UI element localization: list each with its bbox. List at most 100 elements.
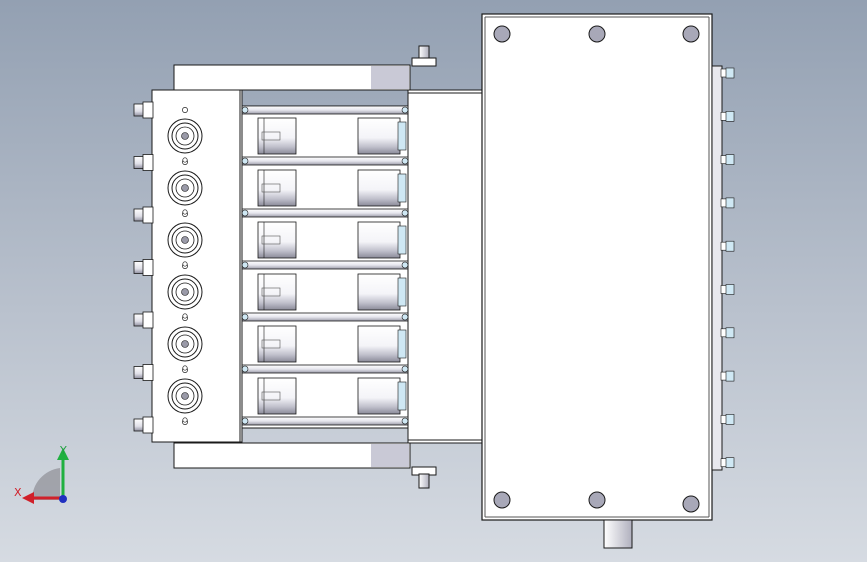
bottom-rail[interactable]: [173, 442, 411, 469]
right-bolt-head: [725, 327, 735, 339]
cover-hole: [493, 491, 511, 509]
top-rail-bolt[interactable]: [411, 45, 437, 67]
side-stud: [133, 208, 145, 222]
plunger-body: [357, 221, 401, 259]
right-bolt-head: [725, 197, 735, 209]
rod-end-right: [401, 417, 409, 425]
guide-rod: [241, 312, 409, 322]
guide-rod: [241, 260, 409, 270]
frame-block[interactable]: [407, 89, 485, 444]
plunger-body: [357, 117, 401, 155]
cover-plate-holes: [493, 25, 700, 513]
rod-end-left: [241, 106, 249, 114]
z-axis-dot-icon: [59, 495, 67, 503]
side-stud-nut: [142, 154, 154, 171]
side-stud-nut: [142, 311, 154, 329]
right-bolt-head: [725, 284, 735, 295]
rod-end-right: [401, 157, 409, 165]
manifold-small-hole: [182, 261, 188, 267]
side-stud-nut: [142, 206, 154, 224]
axis-triad: Y X: [14, 444, 69, 504]
seal-housing: [257, 221, 297, 259]
side-stud: [133, 366, 145, 379]
bottom-rail-bolt[interactable]: [411, 466, 437, 489]
guide-rods: [241, 105, 409, 426]
drive-shaft[interactable]: [603, 519, 633, 549]
seal-housing: [257, 377, 297, 415]
left-side-studs: [133, 101, 154, 434]
seal-housing: [257, 325, 297, 363]
right-bolt-head: [725, 457, 735, 469]
side-stud: [133, 103, 145, 117]
right-side-bolts: [720, 67, 735, 469]
rod-end-right: [401, 209, 409, 217]
seal-groove: [261, 131, 281, 141]
plunger-cylinders: [257, 117, 407, 415]
cover-hole: [588, 491, 606, 509]
cover-hole: [493, 25, 511, 43]
rod-end-right: [401, 261, 409, 269]
side-stud-nut: [142, 101, 154, 119]
guide-rod: [241, 364, 409, 374]
port-center: [181, 340, 189, 348]
port-center: [181, 132, 189, 140]
rod-end-left: [241, 417, 249, 425]
guide-rod: [241, 208, 409, 218]
plunger-collar: [397, 329, 407, 359]
port-center: [181, 288, 189, 296]
manifold-small-hole: [182, 107, 188, 113]
rod-end-right: [401, 106, 409, 114]
manifold-small-hole: [182, 157, 188, 163]
plunger-collar: [397, 381, 407, 411]
manifold-small-hole: [182, 417, 188, 423]
top-rail-shade: [371, 66, 409, 89]
right-bolt-head: [725, 111, 735, 122]
side-stud-nut: [142, 416, 154, 434]
manifold-small-hole: [182, 313, 188, 319]
y-axis-label: Y: [59, 444, 67, 457]
rod-end-left: [241, 313, 249, 321]
manifold-small-hole: [182, 365, 188, 371]
right-bolt-head: [725, 240, 735, 252]
top-rail[interactable]: [173, 64, 411, 91]
cover-hole: [588, 25, 606, 43]
right-bolt-head: [725, 414, 735, 425]
port-center: [181, 236, 189, 244]
cover-hole: [682, 25, 700, 43]
guide-rod: [241, 105, 409, 115]
side-stud: [133, 156, 145, 169]
manifold-small-hole: [182, 209, 188, 215]
plunger-collar: [397, 277, 407, 307]
right-bolt-head: [725, 67, 735, 79]
cover-hole: [682, 495, 700, 513]
x-axis-label: X: [14, 486, 22, 499]
side-stud: [133, 418, 145, 432]
rod-end-left: [241, 157, 249, 165]
seal-housing: [257, 273, 297, 311]
cover-plate[interactable]: [481, 13, 713, 521]
guide-rod: [241, 156, 409, 166]
right-bolt-head: [725, 154, 735, 165]
seal-groove: [261, 287, 281, 297]
side-stud-nut: [142, 259, 154, 276]
plunger-body: [357, 325, 401, 363]
side-stud: [133, 261, 145, 274]
guide-rod: [241, 416, 409, 426]
plunger-collar: [397, 225, 407, 255]
seal-groove: [261, 339, 281, 349]
y-axis-arrow-icon: [57, 448, 69, 460]
triad-plane: [31, 468, 60, 500]
seal-groove: [261, 235, 281, 245]
rod-end-right: [401, 313, 409, 321]
seal-housing: [257, 169, 297, 207]
plunger-collar: [397, 173, 407, 203]
side-stud-nut: [142, 364, 154, 381]
x-axis-arrow-icon: [22, 492, 34, 504]
cover-edge-strip: [711, 65, 723, 471]
seal-housing: [257, 117, 297, 155]
seal-groove: [261, 183, 281, 193]
plunger-collar: [397, 121, 407, 151]
rod-end-left: [241, 365, 249, 373]
